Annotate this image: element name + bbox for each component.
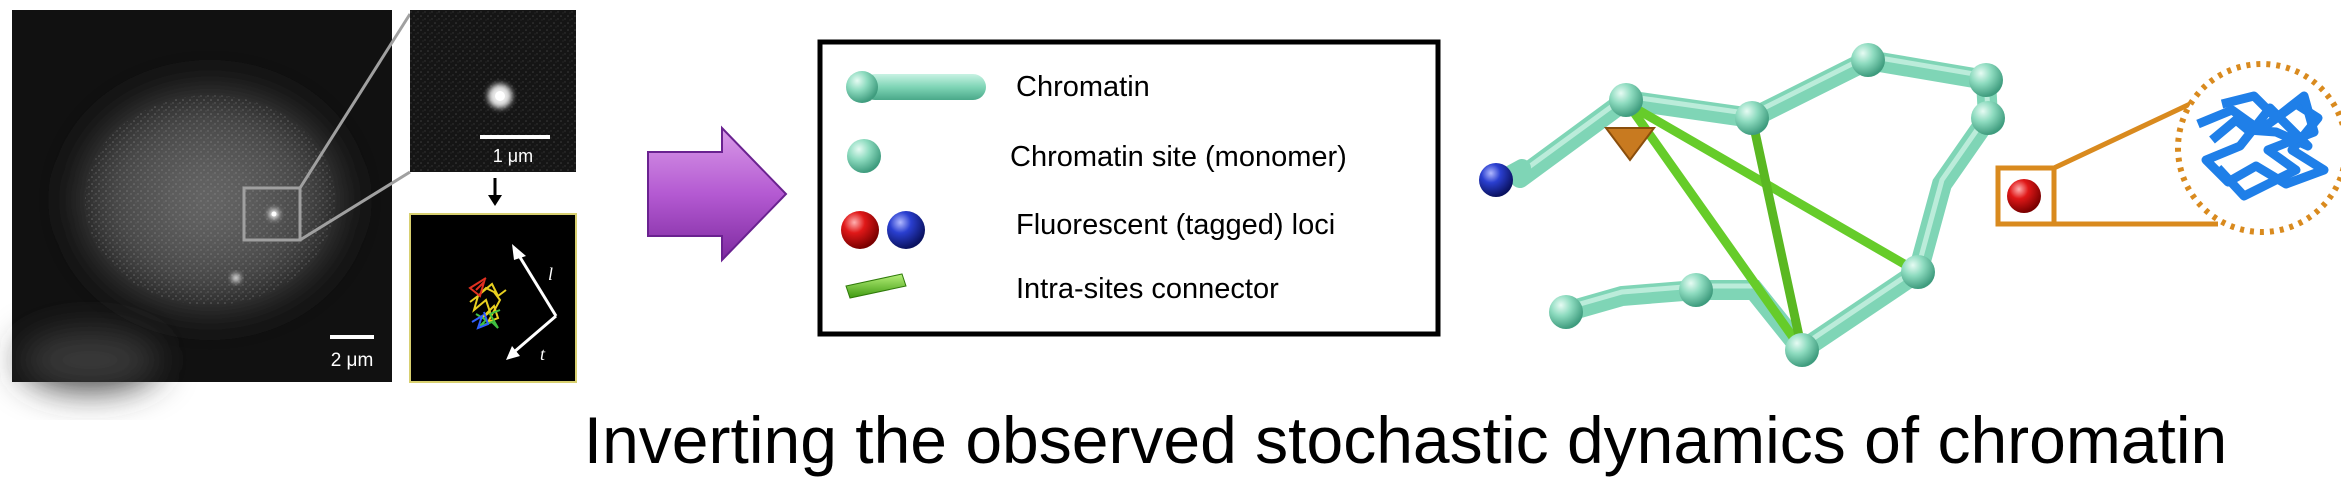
axis-l-line [516,253,558,317]
axis-l-label: l [548,264,553,284]
chromatin-fiber-icon [846,71,986,103]
zoom-line-bottom [299,170,411,242]
neighbor-nucleus-glow [20,330,160,390]
magnified-view-circle [2175,61,2341,235]
legend-label-chromatin: Chromatin [1016,71,1150,103]
connector-bar-icon [845,273,907,299]
figure-caption: Inverting the observed stochastic dynami… [583,403,2228,477]
legend-box: Chromatin Chromatin site (monomer) Fluor… [817,39,1441,337]
chromatin-site [1735,101,1769,135]
legend-label-connector: Intra-sites connector [1016,273,1279,305]
chromatin-site [1969,63,2003,97]
main-scale-label: 2 μm [331,350,374,371]
main-scale-bar [330,335,374,339]
zoomed-locus-core [495,91,505,101]
axis-t-label: t [540,344,546,364]
trajectory-path-red [468,277,487,298]
nucleus-texture [85,95,335,305]
chromatin-site [1785,333,1819,367]
zoom-selection-box [242,186,302,242]
second-locus-spot [232,274,240,282]
down-arrow-head [488,195,502,206]
connector-bar-3 [1747,117,1807,351]
zoom-scale-label: 1 μm [493,146,533,166]
chromatin-site [1851,43,1885,77]
fluorescent-loci-icon [841,211,925,249]
highlight-line-top [2052,101,2192,171]
axis-t-arrowhead [506,346,520,360]
connector-bar-1 [1624,101,1806,353]
trajectory-inset [409,213,577,383]
connector-bar-2 [1625,100,1921,276]
orange-cone-marker [1604,127,1656,162]
red-tagged-locus [2007,179,2041,213]
chromatin-site [1609,83,1643,117]
locus-highlight-box [1995,165,2057,227]
zoom-line-top [298,13,412,189]
tagged-locus-spot-core [271,211,277,217]
chromatin-site [1901,255,1935,289]
tangled-chromatin-icon [2196,91,2329,201]
zoom-scale-bar [480,135,550,139]
micrograph-panel: 2 μm 1 μm l t [12,10,577,390]
chromatin-site [1549,295,1583,329]
blue-tagged-locus [1479,163,1513,197]
axis-t-line [513,314,557,354]
legend-label-fluorescent-loci: Fluorescent (tagged) loci [1016,209,1335,241]
polymer-model [1479,43,2341,367]
trajectory-path-blue [471,311,490,330]
chromatin-site [1971,101,2005,135]
axis-l-arrowhead [512,244,526,260]
chromatin-site [1679,273,1713,307]
legend-label-chromatin-site: Chromatin site (monomer) [1010,141,1347,173]
process-arrow-icon [647,125,788,263]
chromatin-site-icon [847,139,881,173]
